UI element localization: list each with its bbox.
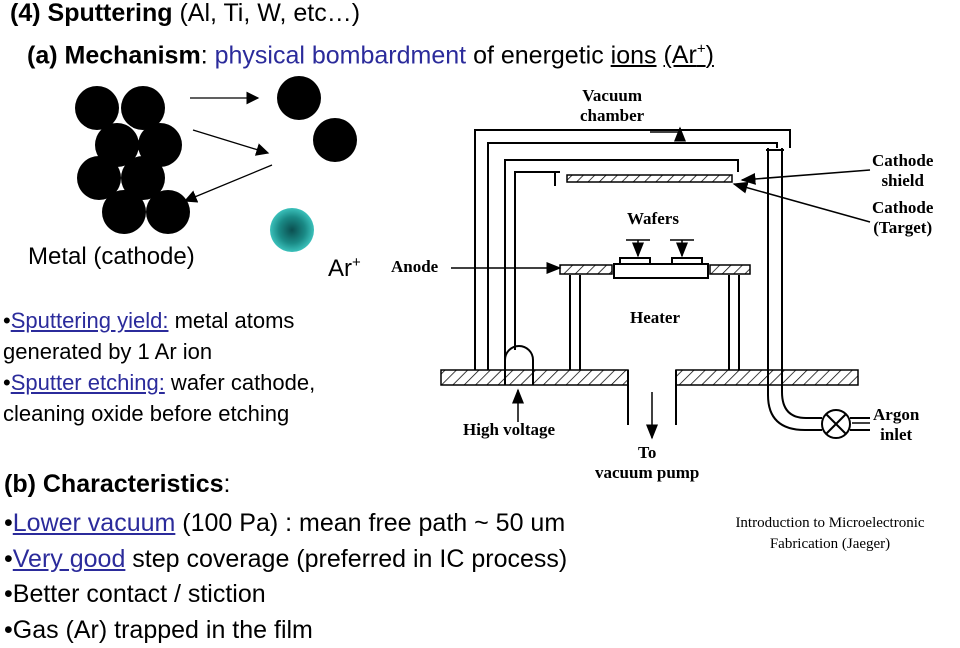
cathode-feed-inner [515, 172, 560, 350]
heater-block [614, 264, 708, 278]
label-cathode-target: Cathode(Target) [872, 198, 933, 238]
label-high-voltage: High voltage [463, 420, 555, 440]
anode-plate-right [710, 265, 750, 274]
anode-plate-left [560, 265, 612, 274]
base-plate-left [441, 370, 628, 385]
chamber-wall-outer [475, 130, 790, 370]
label-anode: Anode [391, 257, 438, 277]
cathode-target-pointer [734, 184, 870, 222]
argon-tube-outer [768, 148, 822, 430]
cathode-shield-pointer [742, 170, 870, 180]
cathode-target-plate [567, 175, 732, 182]
label-heater: Heater [630, 308, 680, 328]
label-wafers: Wafers [627, 209, 679, 229]
base-plate-right [676, 370, 858, 385]
